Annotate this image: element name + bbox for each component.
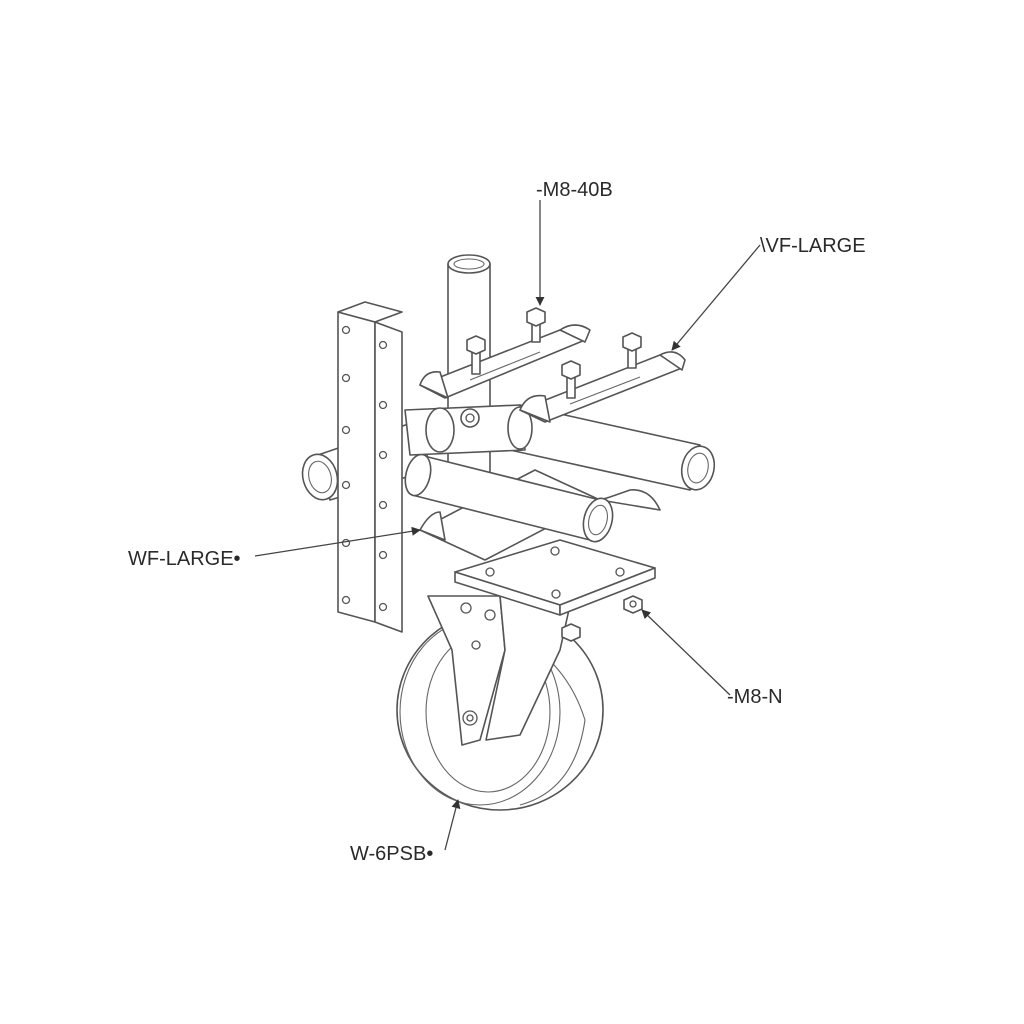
cross-connector <box>404 404 533 456</box>
hex-nut-lower <box>561 623 581 642</box>
hex-nut <box>623 595 643 614</box>
bolt-1 <box>466 335 486 375</box>
leader-clamp-left <box>254 526 421 557</box>
caster-fork <box>427 595 573 746</box>
callout-clamp-left: WF-LARGE• <box>128 548 241 570</box>
bolt-3 <box>561 360 581 399</box>
front-horizontal-tube <box>404 453 614 543</box>
callout-nut: -M8-N <box>727 686 783 708</box>
leader-clamp-top <box>671 244 761 351</box>
leader-nut <box>641 609 731 696</box>
mounting-rail <box>337 301 403 633</box>
bolt-4 <box>622 332 642 369</box>
bolt-2 <box>526 307 546 343</box>
caster-top-plate <box>454 539 656 616</box>
upper-wedge-clamp-right <box>519 351 686 423</box>
callout-bolt: -M8-40B <box>536 179 613 201</box>
callout-clamp-top: \VF-LARGE <box>760 235 866 257</box>
upper-wedge-clamp-left <box>419 324 591 399</box>
leader-wheel <box>444 799 461 851</box>
callout-wheel: W-6PSB• <box>350 843 433 865</box>
